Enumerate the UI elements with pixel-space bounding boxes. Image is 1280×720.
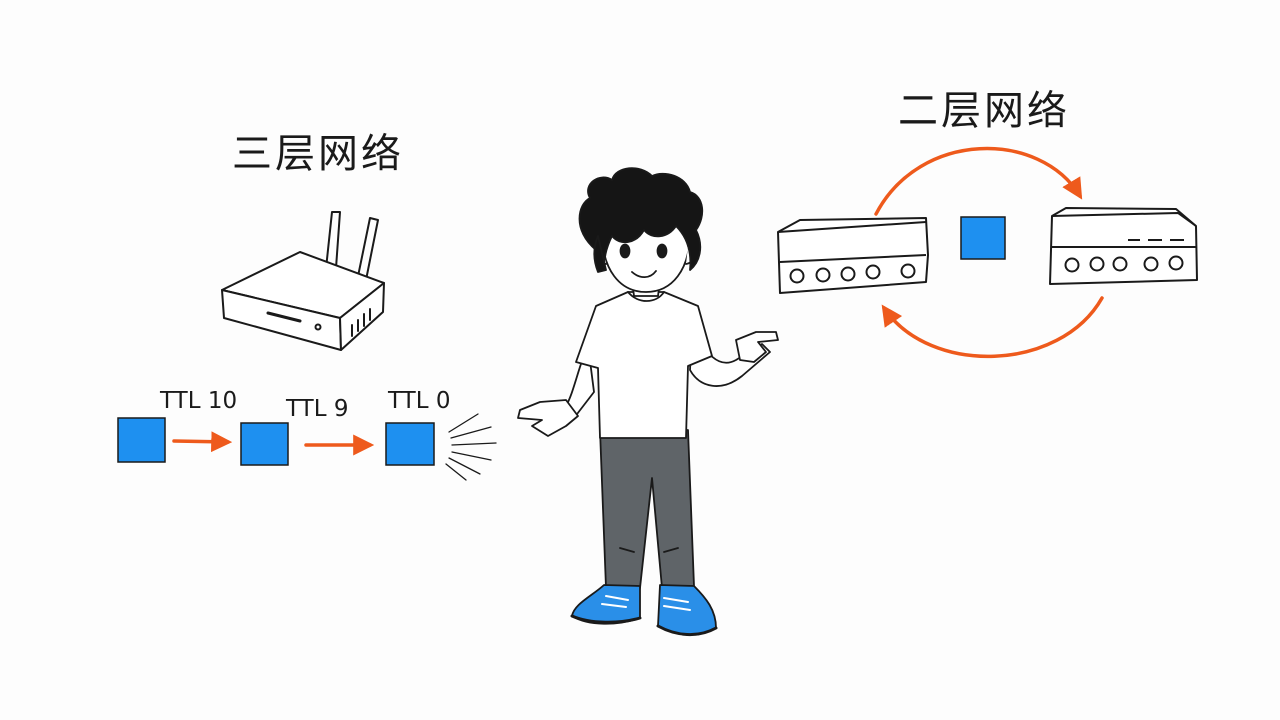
loop-arrow-icon: [874, 146, 1083, 216]
layer3-title: 三层网络: [232, 131, 404, 177]
packet-icon: [117, 417, 166, 463]
switch-icon: [1049, 207, 1198, 285]
router-icon: [221, 211, 385, 351]
ttl-label: TTL 10: [160, 388, 238, 414]
packet-icon: [385, 422, 435, 466]
layer2-title: 二层网络: [898, 88, 1070, 134]
arrow-icon: [172, 431, 233, 453]
packet-icon: [960, 216, 1006, 260]
packet-icon: [240, 422, 289, 466]
ttl-label: TTL 0: [388, 388, 451, 414]
burst-icon: [445, 413, 497, 481]
switch-icon: [777, 217, 929, 294]
loop-arrow-icon: [881, 296, 1104, 358]
person-illustration: [517, 167, 779, 636]
ttl-label: TTL 9: [286, 396, 349, 422]
packet-chain: [117, 413, 497, 481]
